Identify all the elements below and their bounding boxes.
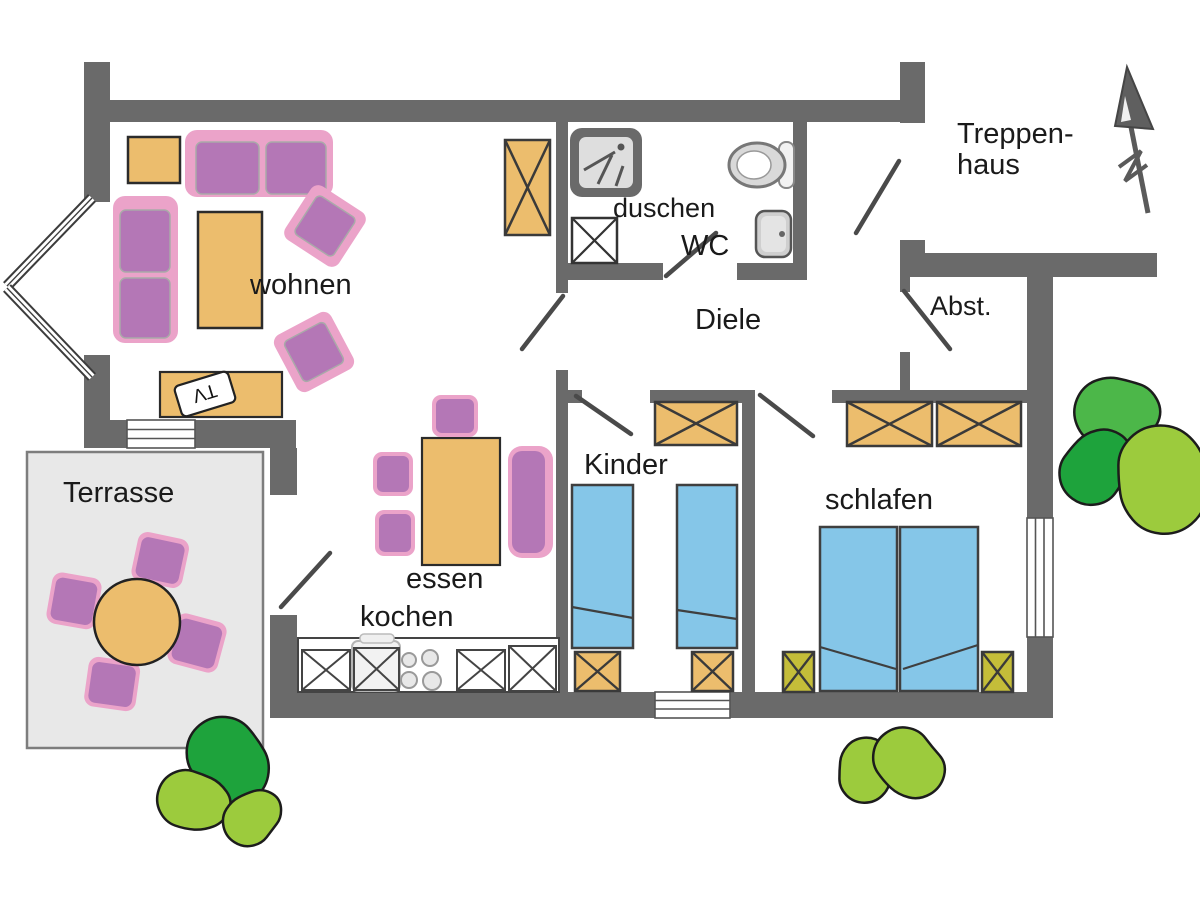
room-label-treppenhaus: Treppen- haus: [957, 118, 1074, 182]
nightstand: [781, 650, 816, 694]
room-label-schlafen: schlafen: [825, 484, 934, 516]
entrance-door-swing: [853, 158, 902, 236]
wall: [84, 100, 900, 122]
bathroom-door-swing: [663, 230, 719, 279]
dining-table: [420, 436, 502, 567]
treppenhaus-line1: Treppen-: [957, 118, 1074, 150]
bay-window: [3, 194, 96, 381]
north-arrow-icon: [1113, 63, 1155, 214]
room-label-terrasse: Terrasse: [63, 477, 175, 509]
bush: [155, 768, 232, 831]
coffee-table: [196, 210, 264, 330]
wall: [650, 390, 755, 403]
room-label-essen: essen: [406, 563, 484, 595]
wall: [556, 370, 568, 692]
room-label-abst: Abst.: [930, 291, 992, 321]
windows: [3, 194, 1054, 719]
wall: [900, 240, 925, 277]
room-label-kinder: Kinder: [584, 449, 668, 481]
bush: [871, 726, 947, 800]
nightstand: [980, 650, 1015, 694]
terrace-window: [126, 419, 196, 449]
wall: [195, 420, 296, 448]
washing-machine: [570, 216, 619, 265]
wall: [793, 122, 807, 280]
wall: [84, 62, 110, 202]
room-label-wc: WC: [681, 230, 730, 262]
counter-cabinets: [301, 645, 557, 692]
wall: [556, 263, 663, 280]
wall: [832, 390, 1028, 403]
sofa-two-seat-vertical: [113, 196, 178, 343]
dining-chair: [375, 510, 415, 556]
doors: [278, 158, 953, 610]
abst-door-swing: [901, 288, 953, 352]
sofa-two-seat: [185, 130, 333, 197]
terrace-chair: [84, 656, 141, 712]
wall: [923, 253, 1157, 277]
double-bed: [818, 525, 980, 693]
washbasin: [754, 209, 793, 259]
wall: [900, 62, 925, 123]
wall: [900, 352, 910, 390]
room-label-diele: Diele: [695, 304, 762, 336]
bush: [1117, 424, 1200, 536]
side-table: [126, 135, 182, 185]
dining-chair: [432, 395, 478, 437]
schlafen-window: [1026, 517, 1054, 638]
wall: [900, 277, 910, 292]
tv-sideboard: TV: [158, 370, 284, 419]
wall: [737, 263, 807, 280]
wardrobe: [653, 400, 739, 447]
wardrobe: [935, 400, 1023, 448]
bushes: [155, 376, 1200, 848]
kinder-bed: [570, 483, 635, 650]
kinder-door-swing: [573, 393, 634, 437]
terrace-table: [92, 577, 182, 667]
wall: [270, 615, 297, 692]
walls: [84, 62, 1157, 718]
terrace-chair: [131, 532, 189, 589]
terrace-chair: [167, 613, 227, 673]
dining-chair: [373, 452, 413, 496]
schlafen-door-swing: [757, 392, 816, 439]
wall: [270, 692, 655, 718]
wall: [270, 448, 297, 495]
wall: [556, 122, 568, 293]
sink: [359, 633, 395, 644]
tv: TV: [173, 370, 237, 418]
kinder-bed: [675, 483, 739, 650]
dining-bench: [508, 446, 553, 558]
shower: [570, 128, 642, 197]
room-label-duschen: duschen: [613, 193, 716, 223]
armchair: [284, 185, 366, 267]
terrace-chair: [46, 572, 102, 630]
wall: [556, 390, 582, 403]
treppenhaus-line2: haus: [957, 149, 1020, 182]
armchair: [273, 311, 355, 393]
wall: [742, 390, 755, 692]
toilet: [727, 141, 795, 189]
nightstand: [690, 650, 735, 693]
wardrobe: [503, 138, 552, 237]
room-label-kochen: kochen: [360, 601, 454, 633]
wall: [730, 692, 1053, 718]
hall-door-swing: [519, 293, 566, 352]
room-label-wohnen: wohnen: [250, 269, 352, 301]
terrace-door-swing: [278, 550, 333, 610]
bush: [221, 788, 283, 848]
kinder-window: [654, 691, 731, 719]
stove: [400, 649, 442, 691]
wall: [1027, 277, 1053, 518]
kitchen-counter: [297, 633, 560, 693]
nightstand: [573, 650, 622, 693]
wardrobe: [845, 400, 934, 448]
